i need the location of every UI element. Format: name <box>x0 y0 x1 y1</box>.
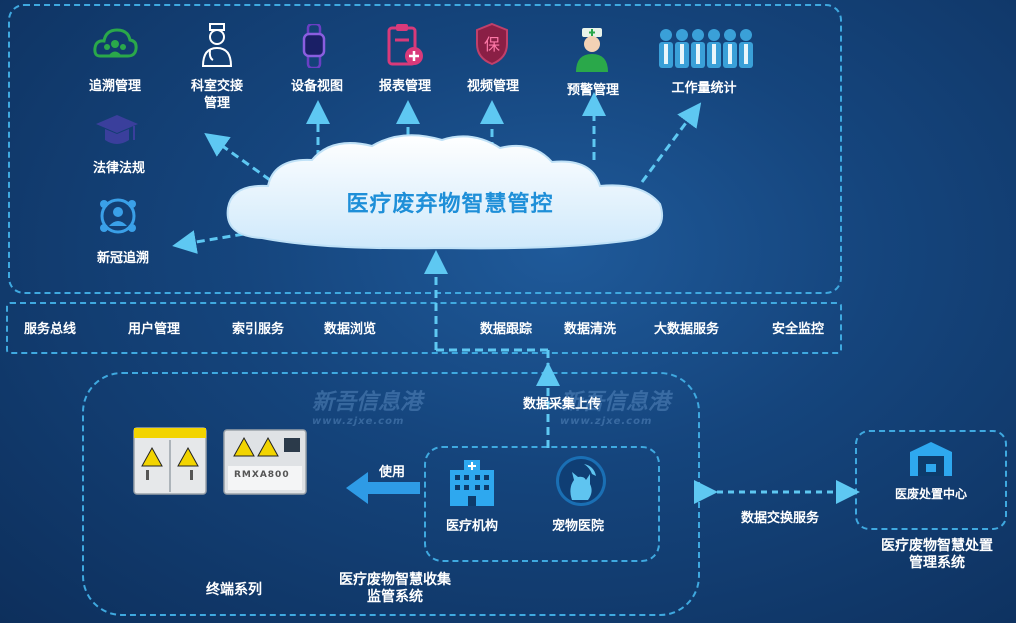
warehouse-icon <box>910 442 952 476</box>
graduation-cap-icon <box>96 115 138 144</box>
module-device-view-label[interactable]: 设备视图 <box>290 79 343 94</box>
svg-text:保: 保 <box>484 35 500 54</box>
cloud-title: 医疗废弃物智慧管控 <box>346 192 554 217</box>
module-trace-label[interactable]: 追溯管理 <box>88 79 141 94</box>
device-model-label: RMXA800 <box>234 470 290 480</box>
medical-org-label[interactable]: 医疗机构 <box>445 519 498 534</box>
service-data-tracking[interactable]: 数据跟踪 <box>480 322 533 337</box>
service-big-data[interactable]: 大数据服务 <box>654 322 720 337</box>
waste-cabinet-image <box>133 427 207 495</box>
module-video-label[interactable]: 视频管理 <box>466 79 519 94</box>
collect-system-label: 医疗废物智慧收集 监管系统 <box>339 572 451 605</box>
data-exchange-label: 数据交换服务 <box>740 511 819 526</box>
disposal-system-label: 医疗废物智慧处置 管理系统 <box>881 538 993 571</box>
data-upload-label: 数据采集上传 <box>522 397 601 412</box>
service-index[interactable]: 索引服务 <box>232 322 285 337</box>
service-bus[interactable]: 服务总线 <box>24 322 77 337</box>
watermark-left-url: www.zjxe.com <box>312 416 405 427</box>
module-handover-label[interactable]: 科室交接 管理 <box>190 79 243 111</box>
services-bar <box>6 302 842 354</box>
use-label: 使用 <box>378 465 405 480</box>
terminal-series-label: 终端系列 <box>206 582 262 598</box>
doctor-icon <box>201 23 233 67</box>
service-security-monitor[interactable]: 安全监控 <box>772 322 825 337</box>
disposal-center-label[interactable]: 医废处置中心 <box>894 487 967 501</box>
service-data-cleaning[interactable]: 数据清洗 <box>564 322 617 337</box>
covid-network-icon <box>100 198 136 234</box>
watermark-right-url: www.zjxe.com <box>560 416 653 427</box>
nurse-alert-icon <box>576 28 608 72</box>
cloud-shape <box>226 134 663 250</box>
watermark-left-text: 新吾信息港 <box>312 390 423 415</box>
staff-group-icon <box>659 29 753 68</box>
module-covid-trace-label[interactable]: 新冠追溯 <box>96 251 149 266</box>
rmxa800-device-image <box>223 429 307 495</box>
pet-hospital-label[interactable]: 宠物医院 <box>551 519 604 534</box>
hospital-building-icon <box>450 460 494 506</box>
pet-hospital-icon <box>556 456 606 506</box>
watermark-left: 新吾信息港 www.zjxe.com <box>312 384 422 427</box>
module-workload-label[interactable]: 工作量统计 <box>671 81 737 96</box>
watermark-right: 新吾信息港 www.zjxe.com <box>560 384 670 427</box>
video-shield-icon: 保 <box>476 22 508 66</box>
top-panel <box>8 4 842 294</box>
watch-device-icon <box>302 24 326 68</box>
report-clipboard-icon <box>387 24 423 66</box>
service-data-browse[interactable]: 数据浏览 <box>324 322 377 337</box>
module-law-label[interactable]: 法律法规 <box>92 161 145 176</box>
trace-group-icon <box>93 28 138 58</box>
module-report-label[interactable]: 报表管理 <box>378 79 431 94</box>
service-user-management[interactable]: 用户管理 <box>128 322 181 337</box>
institutions-box <box>424 446 660 562</box>
watermark-right-text: 新吾信息港 <box>560 390 671 415</box>
